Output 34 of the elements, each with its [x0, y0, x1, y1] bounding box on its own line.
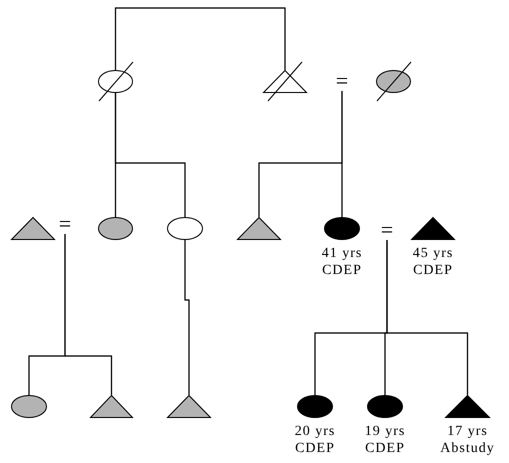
- descent-line: [114, 7, 286, 70]
- descent-line: [114, 93, 186, 217]
- descent-line: [184, 240, 190, 395]
- person-note: CDEP: [295, 440, 335, 457]
- female-circle: [167, 217, 203, 240]
- marriage-sign: =: [56, 214, 74, 234]
- person-note: 45 yrs: [412, 245, 454, 262]
- person-note: Abstudy: [440, 440, 495, 457]
- male-triangle: [263, 70, 307, 93]
- female-circle: [98, 70, 133, 93]
- descent-line: [64, 234, 112, 395]
- male-triangle: [237, 217, 281, 240]
- male-triangle: [11, 217, 55, 240]
- male-triangle: [411, 217, 455, 240]
- person-note: 41 yrs: [322, 245, 362, 262]
- female-circle: [11, 395, 47, 418]
- female-circle: [376, 70, 411, 93]
- person-note: CDEP: [322, 262, 362, 279]
- descent-line: [341, 91, 343, 217]
- marriage-sign: =: [333, 71, 351, 91]
- female-circle: [324, 217, 360, 240]
- person-note: 17 yrs: [447, 423, 488, 440]
- female-circle: [98, 217, 133, 240]
- male-triangle: [445, 395, 490, 418]
- person-note: CDEP: [365, 440, 405, 457]
- person-note: 20 yrs: [294, 423, 336, 440]
- person-note: 19 yrs: [364, 423, 406, 440]
- person-note: CDEP: [413, 262, 453, 279]
- marriage-sign: =: [378, 220, 396, 240]
- male-triangle: [90, 395, 133, 418]
- male-triangle: [167, 395, 211, 418]
- female-circle: [297, 395, 333, 418]
- female-circle: [367, 395, 403, 418]
- descent-line: [386, 240, 468, 395]
